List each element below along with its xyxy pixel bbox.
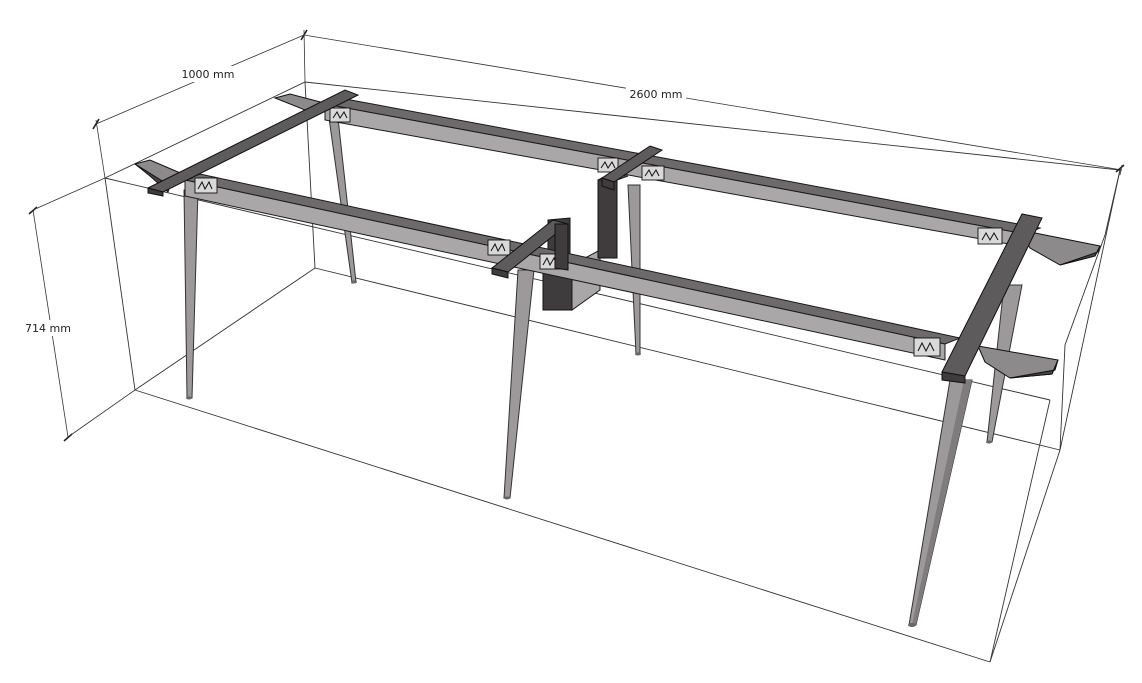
bracket-front-4	[913, 337, 941, 357]
center-support-upright	[597, 179, 618, 259]
right-arm-back-under	[1059, 245, 1101, 266]
bbox-front-right-vertical	[989, 399, 1051, 663]
dim-width-label-bg	[626, 86, 686, 102]
bracket-front-1-zig	[197, 180, 213, 191]
left-crossbeam	[133, 89, 360, 197]
bracket-front-4-zig	[917, 341, 935, 353]
leg-front-left	[183, 189, 199, 399]
bracket-back-1-zig	[332, 111, 348, 119]
dim-depth-label-bg	[178, 66, 238, 82]
mid-back-crossbeam-front	[601, 177, 615, 191]
mid-crossbeam-web	[554, 223, 569, 271]
dim-height-tick-top	[28, 206, 38, 215]
bbox-back-left-bottom	[134, 267, 316, 391]
bracket-front-1	[194, 177, 218, 194]
left-crossbeam-top	[146, 89, 360, 193]
dim-depth-tick-left	[92, 118, 100, 130]
leg-back-left	[328, 117, 357, 284]
bracket-back-3-zig	[644, 169, 660, 177]
dim-depth-ext-right	[303, 29, 306, 83]
dim-height-label: 714 mm	[25, 322, 71, 335]
dim-height-label-bg	[22, 320, 74, 336]
bbox-bottom-right	[989, 449, 1061, 663]
dim-height-ext-bottom	[67, 389, 136, 438]
foot-back-left	[351, 280, 357, 284]
dim-depth-label: 1000 mm	[182, 68, 235, 81]
bbox-bottom-front	[134, 389, 991, 663]
dim-height-ext-top	[32, 177, 106, 211]
bracket-back-4-zig	[981, 231, 999, 242]
bracket-back-4	[977, 227, 1003, 245]
right-arm-front-under	[1009, 359, 1059, 379]
bbox-front-left-vertical	[104, 177, 136, 391]
mid-front-crossbeam-front	[491, 267, 509, 279]
dim-depth-ext-left	[95, 119, 106, 179]
foot-front-right	[908, 623, 916, 627]
dim-width-line	[303, 34, 1123, 171]
right-crossbeam-front	[941, 371, 966, 384]
left-crossbeam-front	[147, 187, 164, 197]
dim-width-ext-right	[1119, 164, 1123, 176]
foot-front-middle	[504, 496, 510, 500]
bbox-top-face	[104, 81, 1121, 451]
foot-back-right	[986, 440, 992, 444]
bracket-back-2-zig	[600, 161, 616, 169]
foot-front-left	[186, 396, 192, 400]
legs	[183, 117, 1023, 627]
leg-front-right-shade	[912, 380, 972, 625]
bracket-front-2-zig	[490, 242, 506, 253]
bracket-back-2	[597, 157, 619, 173]
leg-front-middle	[503, 269, 535, 499]
middle-crossbeams	[490, 145, 664, 279]
bracket-back-1	[329, 107, 351, 123]
dim-width-label: 2600 mm	[630, 88, 683, 101]
back-rail-top	[323, 97, 1042, 235]
right-crossbeam	[941, 213, 1101, 384]
foot-back-middle	[635, 352, 641, 356]
bracket-back-3	[641, 165, 665, 181]
bbox-right-back-vertical	[1059, 169, 1121, 451]
bracket-front-2	[487, 239, 511, 256]
dimension-lines: 1000 mm 2600 mm 714 mm	[22, 29, 1125, 442]
dim-width-tick-right	[1115, 164, 1125, 173]
bbox-back-bottom	[314, 267, 1061, 451]
